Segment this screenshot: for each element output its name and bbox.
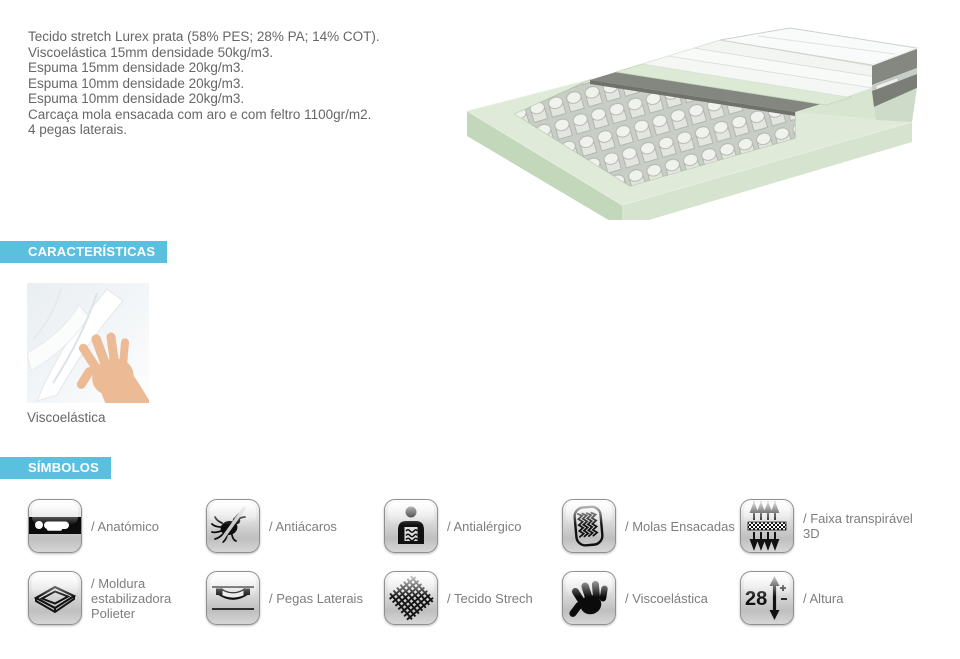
symbol-label: / Antialérgico bbox=[447, 518, 522, 534]
symbol-label: / Pegas Laterais bbox=[269, 590, 363, 606]
viscoelastic-hand-icon bbox=[562, 571, 616, 625]
pressing-hand bbox=[76, 332, 149, 403]
symbol-label: / Viscoelástica bbox=[625, 590, 708, 606]
side-handles-icon bbox=[206, 571, 260, 625]
symbol-label: / Altura bbox=[803, 590, 844, 606]
pocket-springs-icon bbox=[562, 499, 616, 553]
pocket-springs-layer bbox=[513, 79, 796, 187]
symbol-tecido-strech: / Tecido Strech bbox=[384, 571, 562, 625]
symbol-molas-ensacadas: / Molas Ensacadas bbox=[562, 499, 740, 553]
description-line: Espuma 15mm densidade 20kg/m3. bbox=[28, 60, 245, 75]
stabilizing-frame-icon bbox=[28, 571, 82, 625]
anatomic-body-icon bbox=[28, 499, 82, 553]
symbol-label: / Anatómico bbox=[91, 518, 159, 534]
description-line: 4 pegas laterais. bbox=[28, 122, 128, 137]
symbol-moldura-estabilizadora: / Moldura estabilizadora Polieter bbox=[28, 571, 206, 625]
caracteristicas-header: CARACTERÍSTICAS bbox=[0, 241, 168, 263]
caracteristica-viscoelastica: Viscoelástica bbox=[27, 283, 149, 425]
simbolos-header: SÍMBOLOS bbox=[0, 457, 111, 479]
symbol-anatomico: / Anatómico bbox=[28, 499, 206, 553]
breathable-3d-band-icon bbox=[740, 499, 794, 553]
description-line: Espuma 10mm densidade 20kg/m3. bbox=[28, 75, 245, 91]
memory-foam-hand-photo[interactable] bbox=[27, 283, 149, 403]
symbol-altura: 28 / Altura bbox=[740, 571, 918, 625]
foam-folds bbox=[27, 288, 124, 402]
mattress-cutaway-svg bbox=[466, 27, 919, 228]
symbol-antiacaros: / Antiácaros bbox=[206, 499, 384, 553]
description-line: Viscoelástica 15mm densidade 50kg/m3. bbox=[28, 44, 274, 60]
symbol-pegas-laterais: / Pegas Laterais bbox=[206, 571, 384, 625]
mattress-cutaway-illustration bbox=[440, 8, 940, 228]
end-cap bbox=[871, 47, 918, 122]
height-value: 28 bbox=[745, 588, 767, 610]
felt-layer bbox=[590, 72, 821, 116]
symbol-label: / Moldura estabilizadora Polieter bbox=[91, 575, 172, 621]
symbol-viscoelastica: / Viscoelástica bbox=[562, 571, 740, 625]
symbols-grid: / Anatómico / Antiácaros bbox=[28, 499, 918, 625]
height-28-icon: 28 bbox=[740, 571, 794, 625]
symbol-label: / Antiácaros bbox=[269, 518, 337, 534]
symbol-antialergico: / Antialérgico bbox=[384, 499, 562, 553]
symbol-label: / Molas Ensacadas bbox=[625, 518, 735, 534]
caracteristica-label: Viscoelástica bbox=[27, 410, 106, 425]
symbol-faixa-transpiravel-3d: / Faixa transpirável 3D bbox=[740, 499, 918, 553]
description-line: Tecido stretch Lurex prata (58% PES; 28%… bbox=[28, 29, 380, 44]
description-line: Espuma 10mm densidade 20kg/m3. bbox=[28, 91, 245, 106]
symbol-label: / Tecido Strech bbox=[447, 590, 533, 606]
anti-allergic-icon bbox=[384, 499, 438, 553]
product-description: Tecido stretch Lurex prata (58% PES; 28%… bbox=[28, 29, 448, 138]
symbol-label: / Faixa transpirável 3D bbox=[803, 511, 913, 541]
stretch-fabric-icon bbox=[384, 571, 438, 625]
anti-dustmite-icon bbox=[206, 499, 260, 553]
description-line: Carcaça mola ensacada com aro e com felt… bbox=[28, 106, 372, 122]
